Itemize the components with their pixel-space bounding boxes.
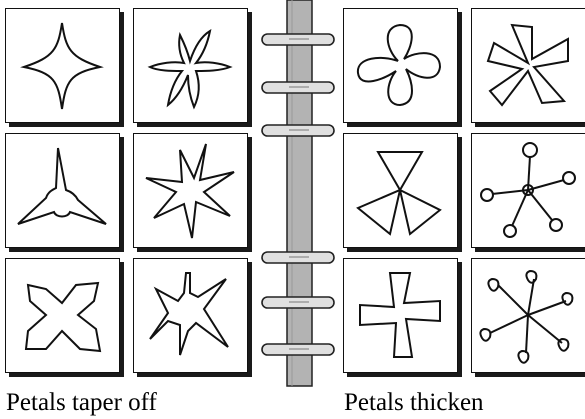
shape-tile-puffy-cross [5,258,120,373]
shape-tile-ribbon-pinwheel [471,8,585,123]
rounded-four-petal-flower-shape [356,23,442,107]
shape-tile-three-fan-propeller [343,133,458,248]
ball-tipped-star-shape [480,142,576,238]
spiky-burst-shape [149,272,229,356]
heart-tipped-spokes-shape [479,269,574,364]
three-fan-propeller-shape [356,151,442,236]
caption-petals-thicken: Petals thicken [344,389,484,416]
shape-tile-four-point-star [5,8,120,123]
four-point-star-shape [20,22,104,110]
shape-tile-rounded-four-petal-flower [343,8,458,123]
puffy-cross-shape [24,281,102,353]
shape-tile-five-petal-starfish [133,8,248,123]
shape-tile-seven-point-star [133,133,248,248]
caption-petals-taper-off: Petals taper off [6,389,157,416]
thick-arm-cross-shape [359,272,441,358]
shape-tile-heart-tipped-spokes [471,258,585,373]
seven-point-star-shape [145,143,235,239]
shape-tile-thick-arm-cross [343,258,458,373]
shape-tile-ball-tipped-star [471,133,585,248]
five-petal-starfish-shape [147,28,233,110]
shape-tile-spiky-burst [133,258,248,373]
shape-tile-tripod-star [5,133,120,248]
tripod-star-shape [17,147,107,225]
ribbon-pinwheel-shape [486,23,569,107]
